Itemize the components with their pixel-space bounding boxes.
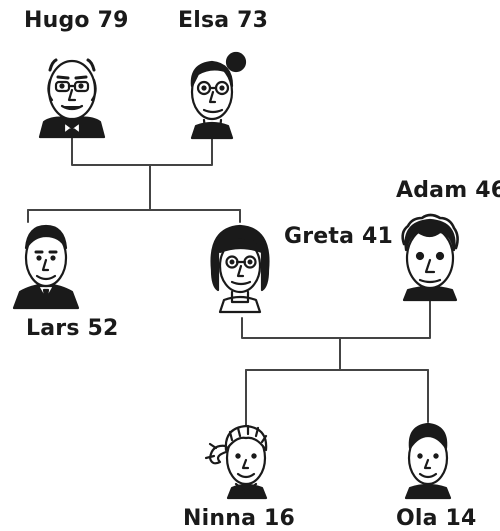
label-ola: Ola 14 [396, 506, 477, 531]
label-adam: Adam 46 [396, 178, 500, 203]
hugo-portrait [38, 58, 106, 139]
ninna-portrait [204, 424, 268, 500]
tree-connectors [27, 137, 431, 429]
elsa-portrait [190, 51, 247, 140]
ola-portrait [404, 422, 452, 500]
connector-greta-adam [241, 299, 431, 339]
label-elsa: Elsa 73 [178, 8, 269, 33]
label-hugo: Hugo 79 [24, 8, 129, 33]
label-ninna: Ninna 16 [183, 506, 295, 531]
label-lars: Lars 52 [26, 316, 119, 341]
label-greta: Greta 41 [284, 224, 394, 249]
greta-portrait [210, 224, 270, 314]
lars-portrait [12, 224, 80, 310]
connector-hugo-elsa [71, 137, 213, 166]
adam-portrait [401, 213, 459, 302]
